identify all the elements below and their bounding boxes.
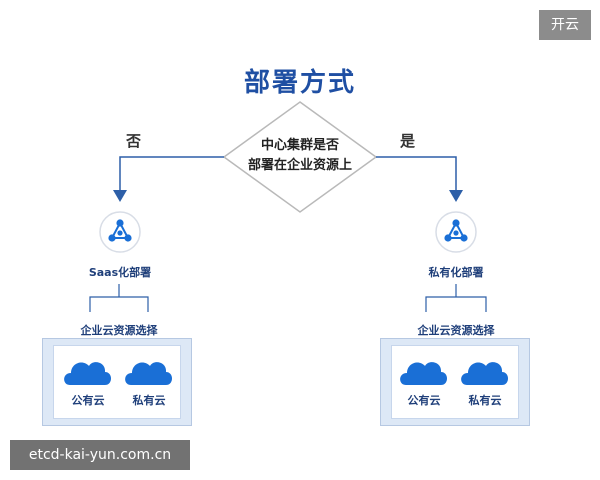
hub-icon <box>435 211 477 253</box>
decision-line-2: 部署在企业资源上 <box>247 158 352 173</box>
public-cloud-label: 公有云 <box>407 394 441 407</box>
saas-deploy-label: Saas化部署 <box>88 266 152 279</box>
no-options-box <box>42 338 192 426</box>
arrow-down-icon <box>113 190 127 202</box>
private-cloud-label: 私有云 <box>468 394 502 407</box>
arrow-down-icon <box>449 190 463 202</box>
no-branch-label: 否 <box>126 132 142 150</box>
no-branch-line <box>119 156 224 192</box>
no-branch-bracket <box>89 296 149 312</box>
yes-branch-label: 是 <box>400 132 416 150</box>
no-select-label: 企业云资源选择 <box>80 324 158 337</box>
decision-text: 中心集群是否 部署在企业资源上 <box>228 136 372 176</box>
yes-branch-line <box>376 156 457 192</box>
watermark-banner: etcd-kai-yun.com.cn <box>10 440 190 470</box>
private-deploy-label: 私有化部署 <box>428 266 484 279</box>
yes-options-box <box>380 338 530 426</box>
decision-line-1: 中心集群是否 <box>260 138 339 153</box>
yes-select-label: 企业云资源选择 <box>417 324 495 337</box>
yes-branch-bracket <box>425 296 487 312</box>
public-cloud-label: 公有云 <box>71 394 105 407</box>
brand-badge: 开云 <box>539 10 591 40</box>
private-cloud-label: 私有云 <box>132 394 166 407</box>
diagram-title: 部署方式 <box>243 68 356 98</box>
decision-diamond <box>222 101 378 213</box>
hub-icon <box>99 211 141 253</box>
